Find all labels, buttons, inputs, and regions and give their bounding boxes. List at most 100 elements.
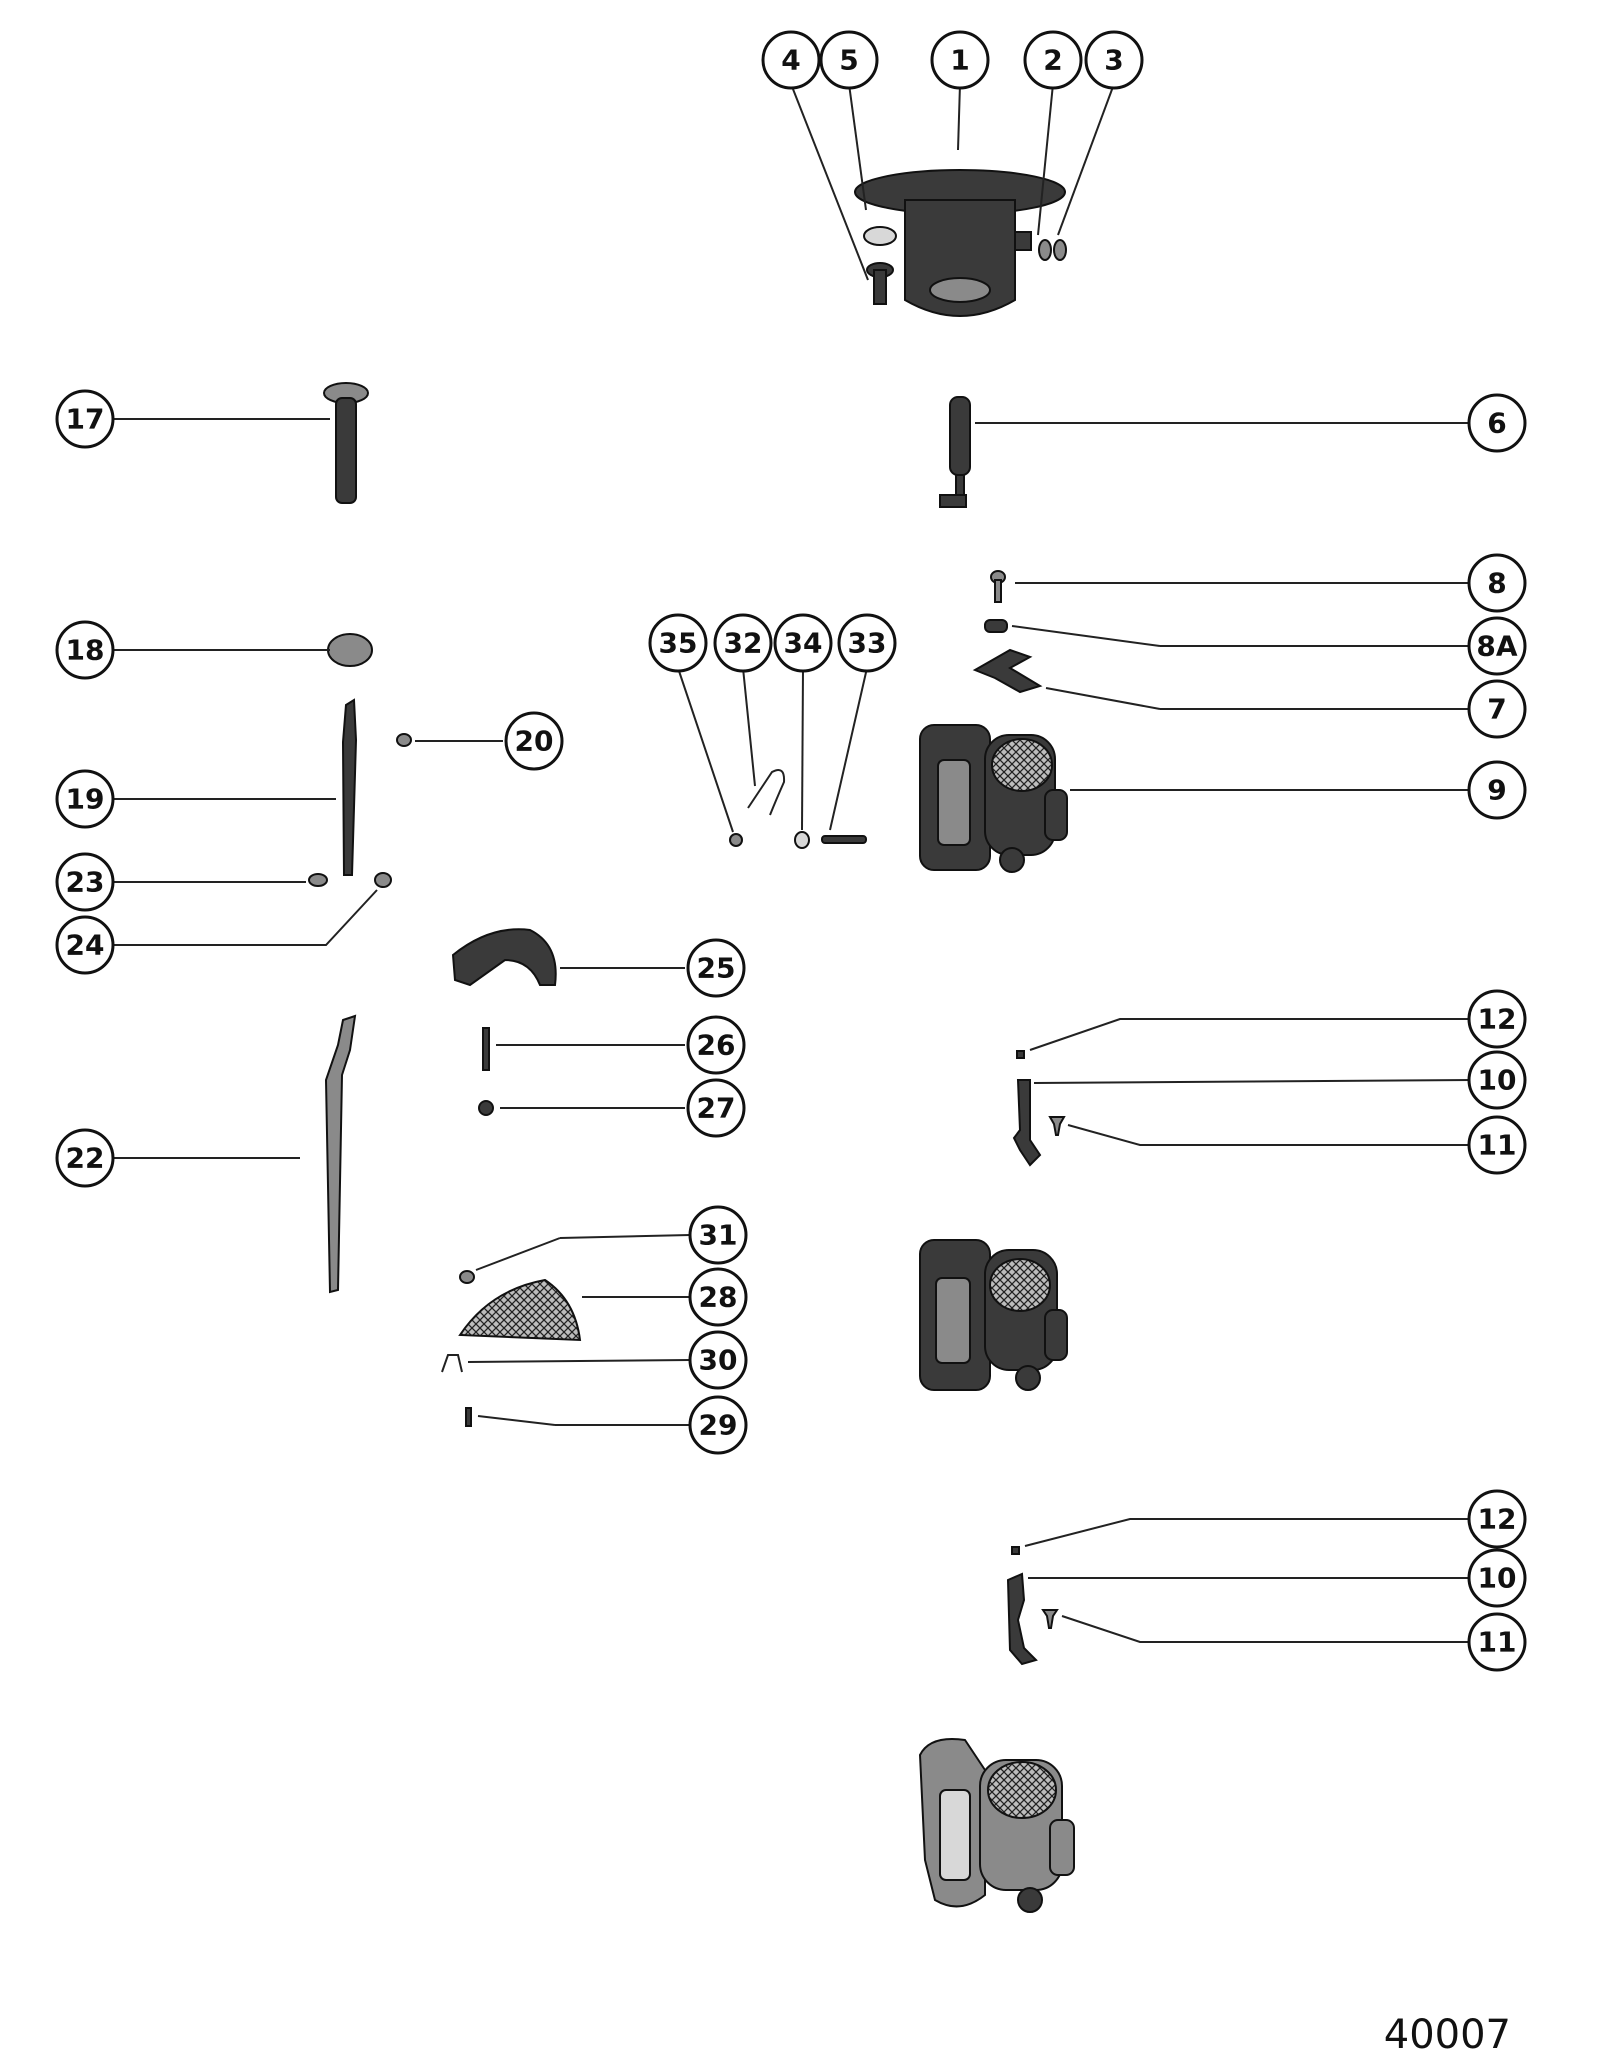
svg-text:7: 7 xyxy=(1487,693,1506,726)
callout-8a: 8A xyxy=(1467,616,1527,676)
svg-text:20: 20 xyxy=(515,725,554,758)
screen-part xyxy=(458,1278,582,1342)
svg-text:29: 29 xyxy=(699,1409,738,1442)
callout-12-lower: 12 xyxy=(1467,1489,1527,1549)
callout-25: 25 xyxy=(686,938,746,998)
svg-text:12: 12 xyxy=(1478,1003,1517,1036)
svg-text:11: 11 xyxy=(1478,1626,1517,1659)
tube-part xyxy=(323,382,369,504)
svg-text:19: 19 xyxy=(66,783,105,816)
nut-part xyxy=(478,1100,494,1116)
ball-part xyxy=(729,833,743,847)
svg-text:32: 32 xyxy=(724,627,763,660)
carburetor-assembly-part xyxy=(919,1239,1068,1391)
svg-text:30: 30 xyxy=(699,1344,738,1377)
callout-5: 5 xyxy=(819,30,879,90)
spring-part xyxy=(747,769,786,816)
callout-30: 30 xyxy=(688,1330,748,1390)
svg-text:10: 10 xyxy=(1478,1064,1517,1097)
retainer-part xyxy=(374,872,392,888)
callout-10-lower: 10 xyxy=(1467,1548,1527,1608)
callout-24: 24 xyxy=(55,915,115,975)
rod-part xyxy=(341,698,358,876)
lever-part xyxy=(1006,1572,1038,1666)
retainer-part xyxy=(308,873,328,887)
svg-text:24: 24 xyxy=(66,929,105,962)
o-ring-part xyxy=(1038,239,1052,261)
svg-text:27: 27 xyxy=(697,1092,736,1125)
callout-3: 3 xyxy=(1084,30,1144,90)
carburetor-assembly-part xyxy=(918,1738,1075,1913)
svg-text:11: 11 xyxy=(1478,1129,1517,1162)
pin-part xyxy=(482,1027,490,1071)
callout-4: 4 xyxy=(761,30,821,90)
svg-text:18: 18 xyxy=(66,634,105,667)
grommet-part xyxy=(327,633,373,667)
callout-31: 31 xyxy=(688,1205,748,1265)
svg-text:9: 9 xyxy=(1487,774,1506,807)
screw-part xyxy=(866,262,894,305)
o-ring-part xyxy=(1053,239,1067,261)
plug-part xyxy=(1011,1546,1020,1555)
figure-number: 40007 xyxy=(1383,2012,1511,2058)
callout-23: 23 xyxy=(55,852,115,912)
float-needle-part xyxy=(939,396,971,508)
svg-text:8A: 8A xyxy=(1476,630,1517,663)
o-ring-part xyxy=(794,831,810,849)
svg-text:34: 34 xyxy=(784,627,823,660)
callout-11-lower: 11 xyxy=(1467,1612,1527,1672)
clip-part xyxy=(441,1354,463,1373)
svg-text:25: 25 xyxy=(697,952,736,985)
washer-part xyxy=(863,226,897,246)
svg-text:31: 31 xyxy=(699,1219,738,1252)
callout-11: 11 xyxy=(1467,1115,1527,1175)
svg-text:26: 26 xyxy=(697,1029,736,1062)
callout-34: 34 xyxy=(773,613,833,673)
svg-text:6: 6 xyxy=(1487,407,1506,440)
svg-text:10: 10 xyxy=(1478,1562,1517,1595)
callout-32: 32 xyxy=(713,613,773,673)
callout-7: 7 xyxy=(1467,679,1527,739)
callout-22: 22 xyxy=(55,1128,115,1188)
pin-part xyxy=(821,835,867,844)
bracket-part xyxy=(972,648,1043,694)
screw-part xyxy=(465,1407,472,1427)
callout-18: 18 xyxy=(55,620,115,680)
svg-text:3: 3 xyxy=(1104,44,1123,77)
clip-part xyxy=(396,733,412,747)
screw-part xyxy=(990,570,1006,603)
svg-text:2: 2 xyxy=(1043,44,1062,77)
callout-17: 17 xyxy=(55,389,115,449)
callout-33: 33 xyxy=(837,613,897,673)
flange-body-part xyxy=(854,169,1066,317)
callout-29: 29 xyxy=(688,1395,748,1455)
lever-part xyxy=(1012,1079,1042,1167)
carburetor-body-part xyxy=(919,724,1068,873)
retainer-part xyxy=(459,1270,475,1284)
callout-35: 35 xyxy=(648,613,708,673)
callout-19: 19 xyxy=(55,769,115,829)
svg-text:35: 35 xyxy=(659,627,698,660)
svg-text:4: 4 xyxy=(781,44,800,77)
leader-lines xyxy=(110,83,1473,1643)
callout-8: 8 xyxy=(1467,553,1527,613)
cam-part xyxy=(451,928,557,987)
svg-text:28: 28 xyxy=(699,1281,738,1314)
svg-text:12: 12 xyxy=(1478,1503,1517,1536)
screw-part xyxy=(1041,1609,1059,1629)
linkage-arm-part xyxy=(324,1014,357,1294)
svg-text:17: 17 xyxy=(66,403,105,436)
svg-text:33: 33 xyxy=(848,627,887,660)
svg-text:1: 1 xyxy=(950,44,969,77)
callout-9: 9 xyxy=(1467,760,1527,820)
callout-6: 6 xyxy=(1467,393,1527,453)
plug-part xyxy=(1016,1050,1025,1059)
lock-washer-part xyxy=(984,619,1008,633)
svg-text:8: 8 xyxy=(1487,567,1506,600)
screw-part xyxy=(1048,1116,1066,1136)
callout-27: 27 xyxy=(686,1078,746,1138)
callout-2: 2 xyxy=(1023,30,1083,90)
svg-text:22: 22 xyxy=(66,1142,105,1175)
callout-28: 28 xyxy=(688,1267,748,1327)
